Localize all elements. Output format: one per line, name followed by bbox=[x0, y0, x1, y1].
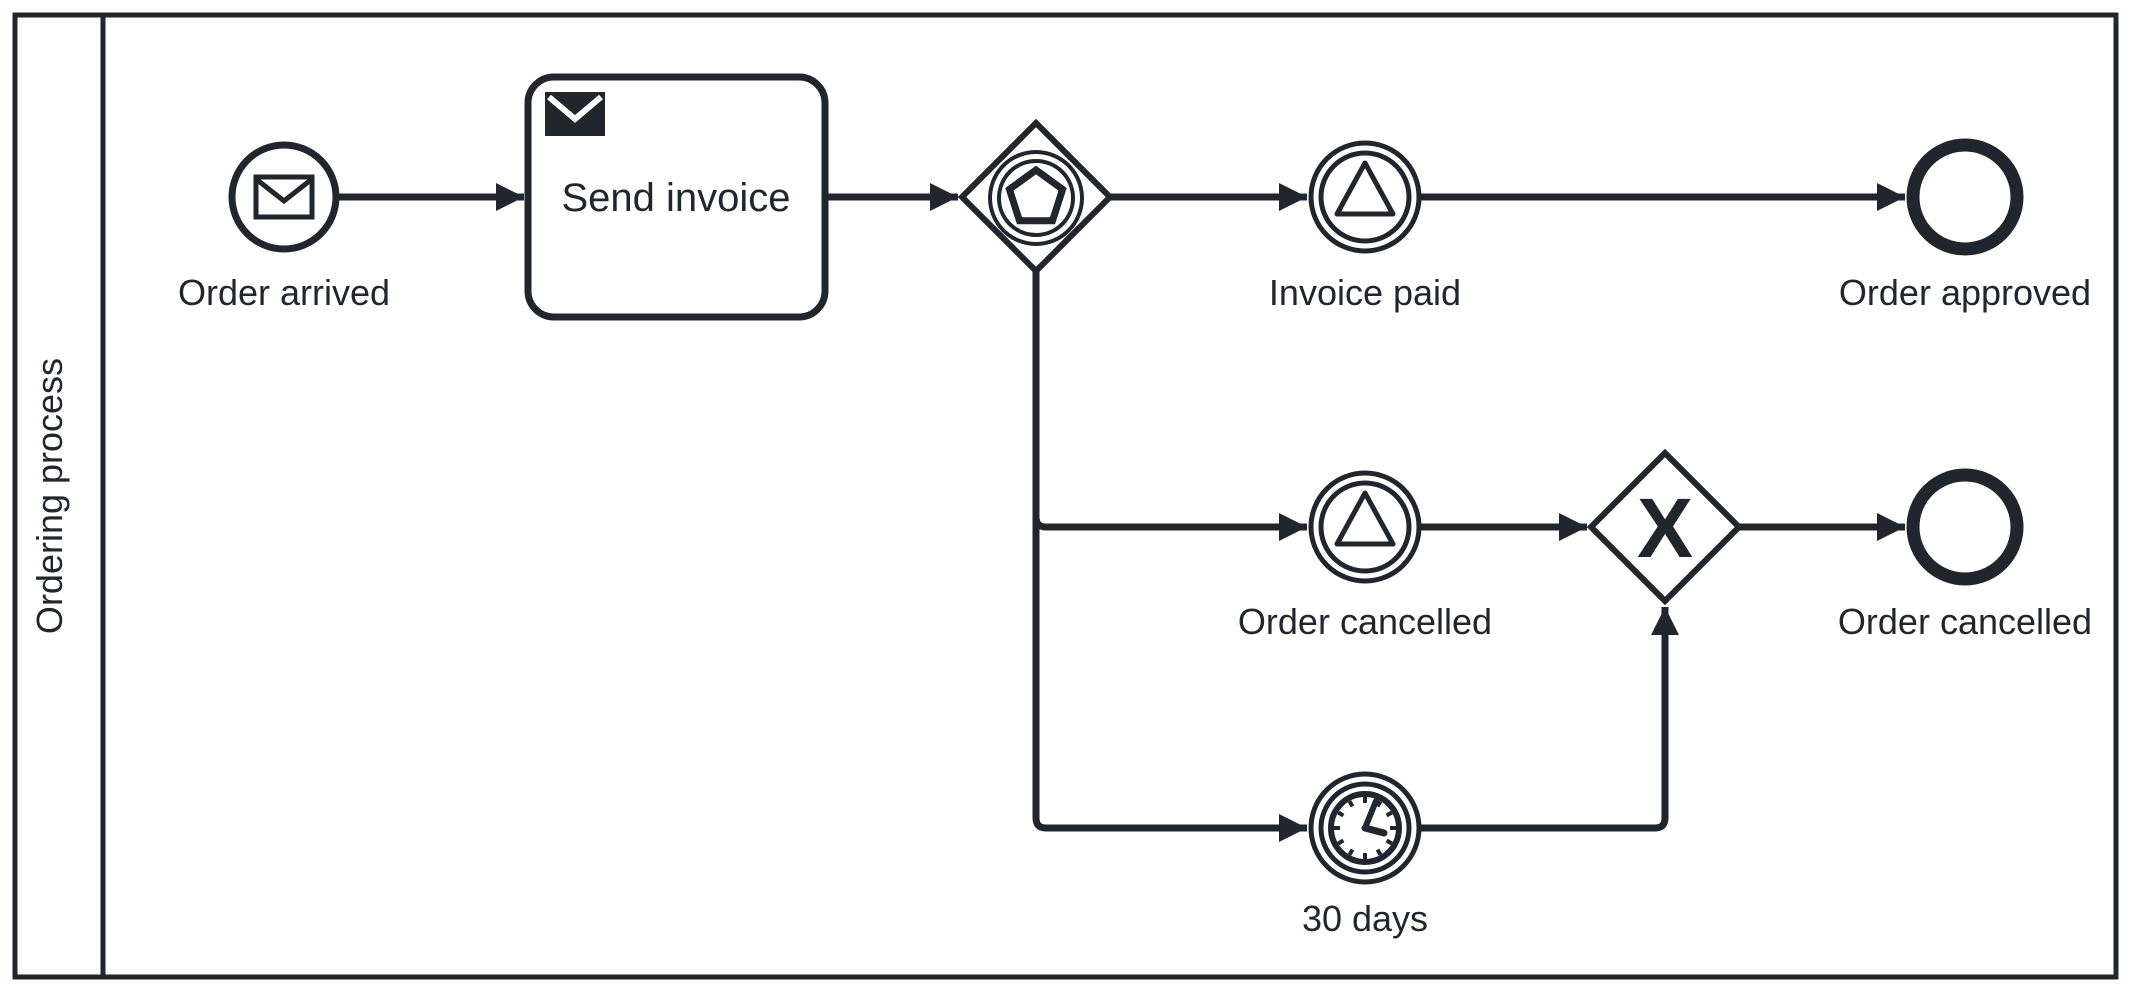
pool-label: Ordering process bbox=[29, 358, 70, 634]
end-event-order-approved[interactable]: Order approved bbox=[1839, 138, 2091, 313]
event-outer-circle bbox=[1308, 470, 1422, 584]
task-send-invoice[interactable]: Send invoice bbox=[524, 73, 829, 321]
gateway-diamond bbox=[1586, 448, 1744, 606]
exclusive-gateway[interactable]: X bbox=[1586, 448, 1744, 606]
sequence-flows bbox=[336, 183, 1905, 842]
event-inner-circle bbox=[1318, 781, 1412, 875]
event-timer-30-days[interactable]: 30 days bbox=[1302, 771, 1428, 939]
pentagon-icon bbox=[1005, 165, 1067, 225]
gateway-diamond bbox=[957, 118, 1115, 276]
gateway-inner-circle bbox=[997, 159, 1075, 237]
event-invoice-paid[interactable]: Invoice paid bbox=[1269, 140, 1461, 313]
clock-icon bbox=[1328, 791, 1402, 865]
event-outer-circle bbox=[1308, 140, 1422, 254]
task-label: Send invoice bbox=[561, 176, 790, 220]
end-event-circle bbox=[1906, 468, 2024, 586]
event-label: Order cancelled bbox=[1238, 601, 1492, 642]
flow-timer-to-x-gateway bbox=[1419, 607, 1679, 832]
gateway-outer-circle bbox=[988, 150, 1084, 246]
flow-gateway-to-order-cancelled bbox=[1032, 513, 1307, 541]
flow-gateway-to-timer bbox=[1032, 271, 1307, 842]
event-label: Invoice paid bbox=[1269, 272, 1461, 313]
event-inner-circle bbox=[1318, 480, 1412, 574]
event-based-gateway[interactable] bbox=[957, 118, 1115, 276]
end-event-label: Order approved bbox=[1839, 272, 2091, 313]
event-label: 30 days bbox=[1302, 898, 1428, 939]
x-marker-icon: X bbox=[1637, 481, 1693, 575]
event-inner-circle bbox=[1318, 150, 1412, 244]
signal-triangle-icon bbox=[1334, 160, 1396, 217]
send-message-icon bbox=[545, 92, 605, 136]
task-border bbox=[524, 73, 829, 321]
end-event-label: Order cancelled bbox=[1838, 601, 2092, 642]
start-event-order-arrived[interactable]: Order arrived bbox=[178, 141, 390, 313]
start-event-label: Order arrived bbox=[178, 272, 390, 313]
end-event-circle bbox=[1906, 138, 2024, 256]
signal-triangle-icon bbox=[1334, 490, 1396, 547]
event-order-cancelled[interactable]: Order cancelled bbox=[1238, 470, 1492, 642]
end-event-order-cancelled[interactable]: Order cancelled bbox=[1838, 468, 2092, 642]
message-icon bbox=[253, 174, 315, 220]
